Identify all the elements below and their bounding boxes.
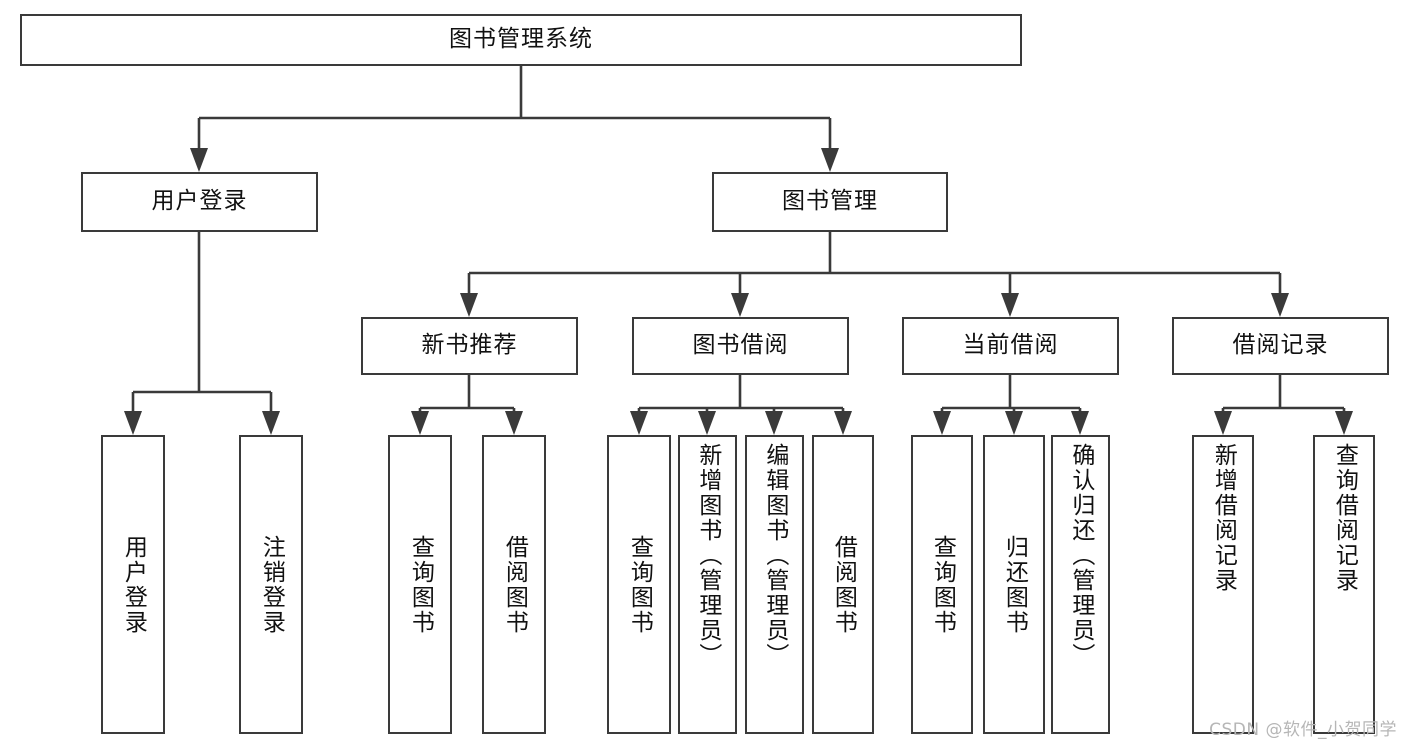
node-leaf-return-book-label: 归还图书 bbox=[1001, 534, 1028, 635]
watermark: CSDN @软件_小贺同学 bbox=[1209, 720, 1397, 740]
node-leaf-query-book-2[interactable]: 查询图书 bbox=[607, 435, 671, 734]
node-book-borrow-label: 图书借阅 bbox=[692, 332, 789, 359]
node-user-login[interactable]: 用户登录 bbox=[81, 172, 318, 232]
node-leaf-borrow-book-2[interactable]: 借阅图书 bbox=[812, 435, 874, 734]
node-leaf-query-borrow-record[interactable]: 查询借阅记录 bbox=[1313, 435, 1375, 734]
node-borrow-record[interactable]: 借阅记录 bbox=[1172, 317, 1389, 375]
node-leaf-query-borrow-record-label: 查询借阅记录 bbox=[1331, 443, 1358, 593]
node-current-borrow-label: 当前借阅 bbox=[962, 332, 1059, 359]
node-leaf-add-borrow-record[interactable]: 新增借阅记录 bbox=[1192, 435, 1254, 734]
node-borrow-record-label: 借阅记录 bbox=[1232, 332, 1329, 359]
node-leaf-user-logout[interactable]: 注销登录 bbox=[239, 435, 303, 734]
node-leaf-query-book-2-label: 查询图书 bbox=[626, 534, 653, 635]
node-leaf-user-logout-label: 注销登录 bbox=[258, 534, 285, 635]
node-book-manage[interactable]: 图书管理 bbox=[712, 172, 948, 232]
node-leaf-borrow-book-1[interactable]: 借阅图书 bbox=[482, 435, 546, 734]
node-leaf-query-book-1[interactable]: 查询图书 bbox=[388, 435, 452, 734]
node-book-borrow[interactable]: 图书借阅 bbox=[632, 317, 849, 375]
node-new-book-recommend-label: 新书推荐 bbox=[421, 332, 518, 359]
node-leaf-user-login[interactable]: 用户登录 bbox=[101, 435, 165, 734]
node-leaf-return-book[interactable]: 归还图书 bbox=[983, 435, 1045, 734]
node-leaf-borrow-book-2-label: 借阅图书 bbox=[830, 534, 857, 635]
node-leaf-add-book[interactable]: 新增图书（管理员） bbox=[678, 435, 737, 734]
node-leaf-confirm-return[interactable]: 确认归还（管理员） bbox=[1051, 435, 1110, 734]
node-leaf-edit-book[interactable]: 编辑图书（管理员） bbox=[745, 435, 804, 734]
node-leaf-user-login-label: 用户登录 bbox=[120, 534, 147, 635]
node-leaf-query-book-1-label: 查询图书 bbox=[407, 534, 434, 635]
node-leaf-add-borrow-record-label: 新增借阅记录 bbox=[1210, 443, 1237, 593]
node-leaf-add-book-label: 新增图书（管理员） bbox=[694, 443, 721, 668]
node-leaf-query-book-3[interactable]: 查询图书 bbox=[911, 435, 973, 734]
node-book-manage-label: 图书管理 bbox=[782, 188, 878, 215]
node-root-label: 图书管理系统 bbox=[449, 26, 593, 53]
node-leaf-confirm-return-label: 确认归还（管理员） bbox=[1067, 443, 1094, 668]
node-root[interactable]: 图书管理系统 bbox=[20, 14, 1022, 66]
node-leaf-edit-book-label: 编辑图书（管理员） bbox=[761, 443, 788, 668]
node-leaf-query-book-3-label: 查询图书 bbox=[929, 534, 956, 635]
node-leaf-borrow-book-1-label: 借阅图书 bbox=[501, 534, 528, 635]
node-current-borrow[interactable]: 当前借阅 bbox=[902, 317, 1119, 375]
node-user-login-label: 用户登录 bbox=[151, 188, 248, 215]
node-new-book-recommend[interactable]: 新书推荐 bbox=[361, 317, 578, 375]
